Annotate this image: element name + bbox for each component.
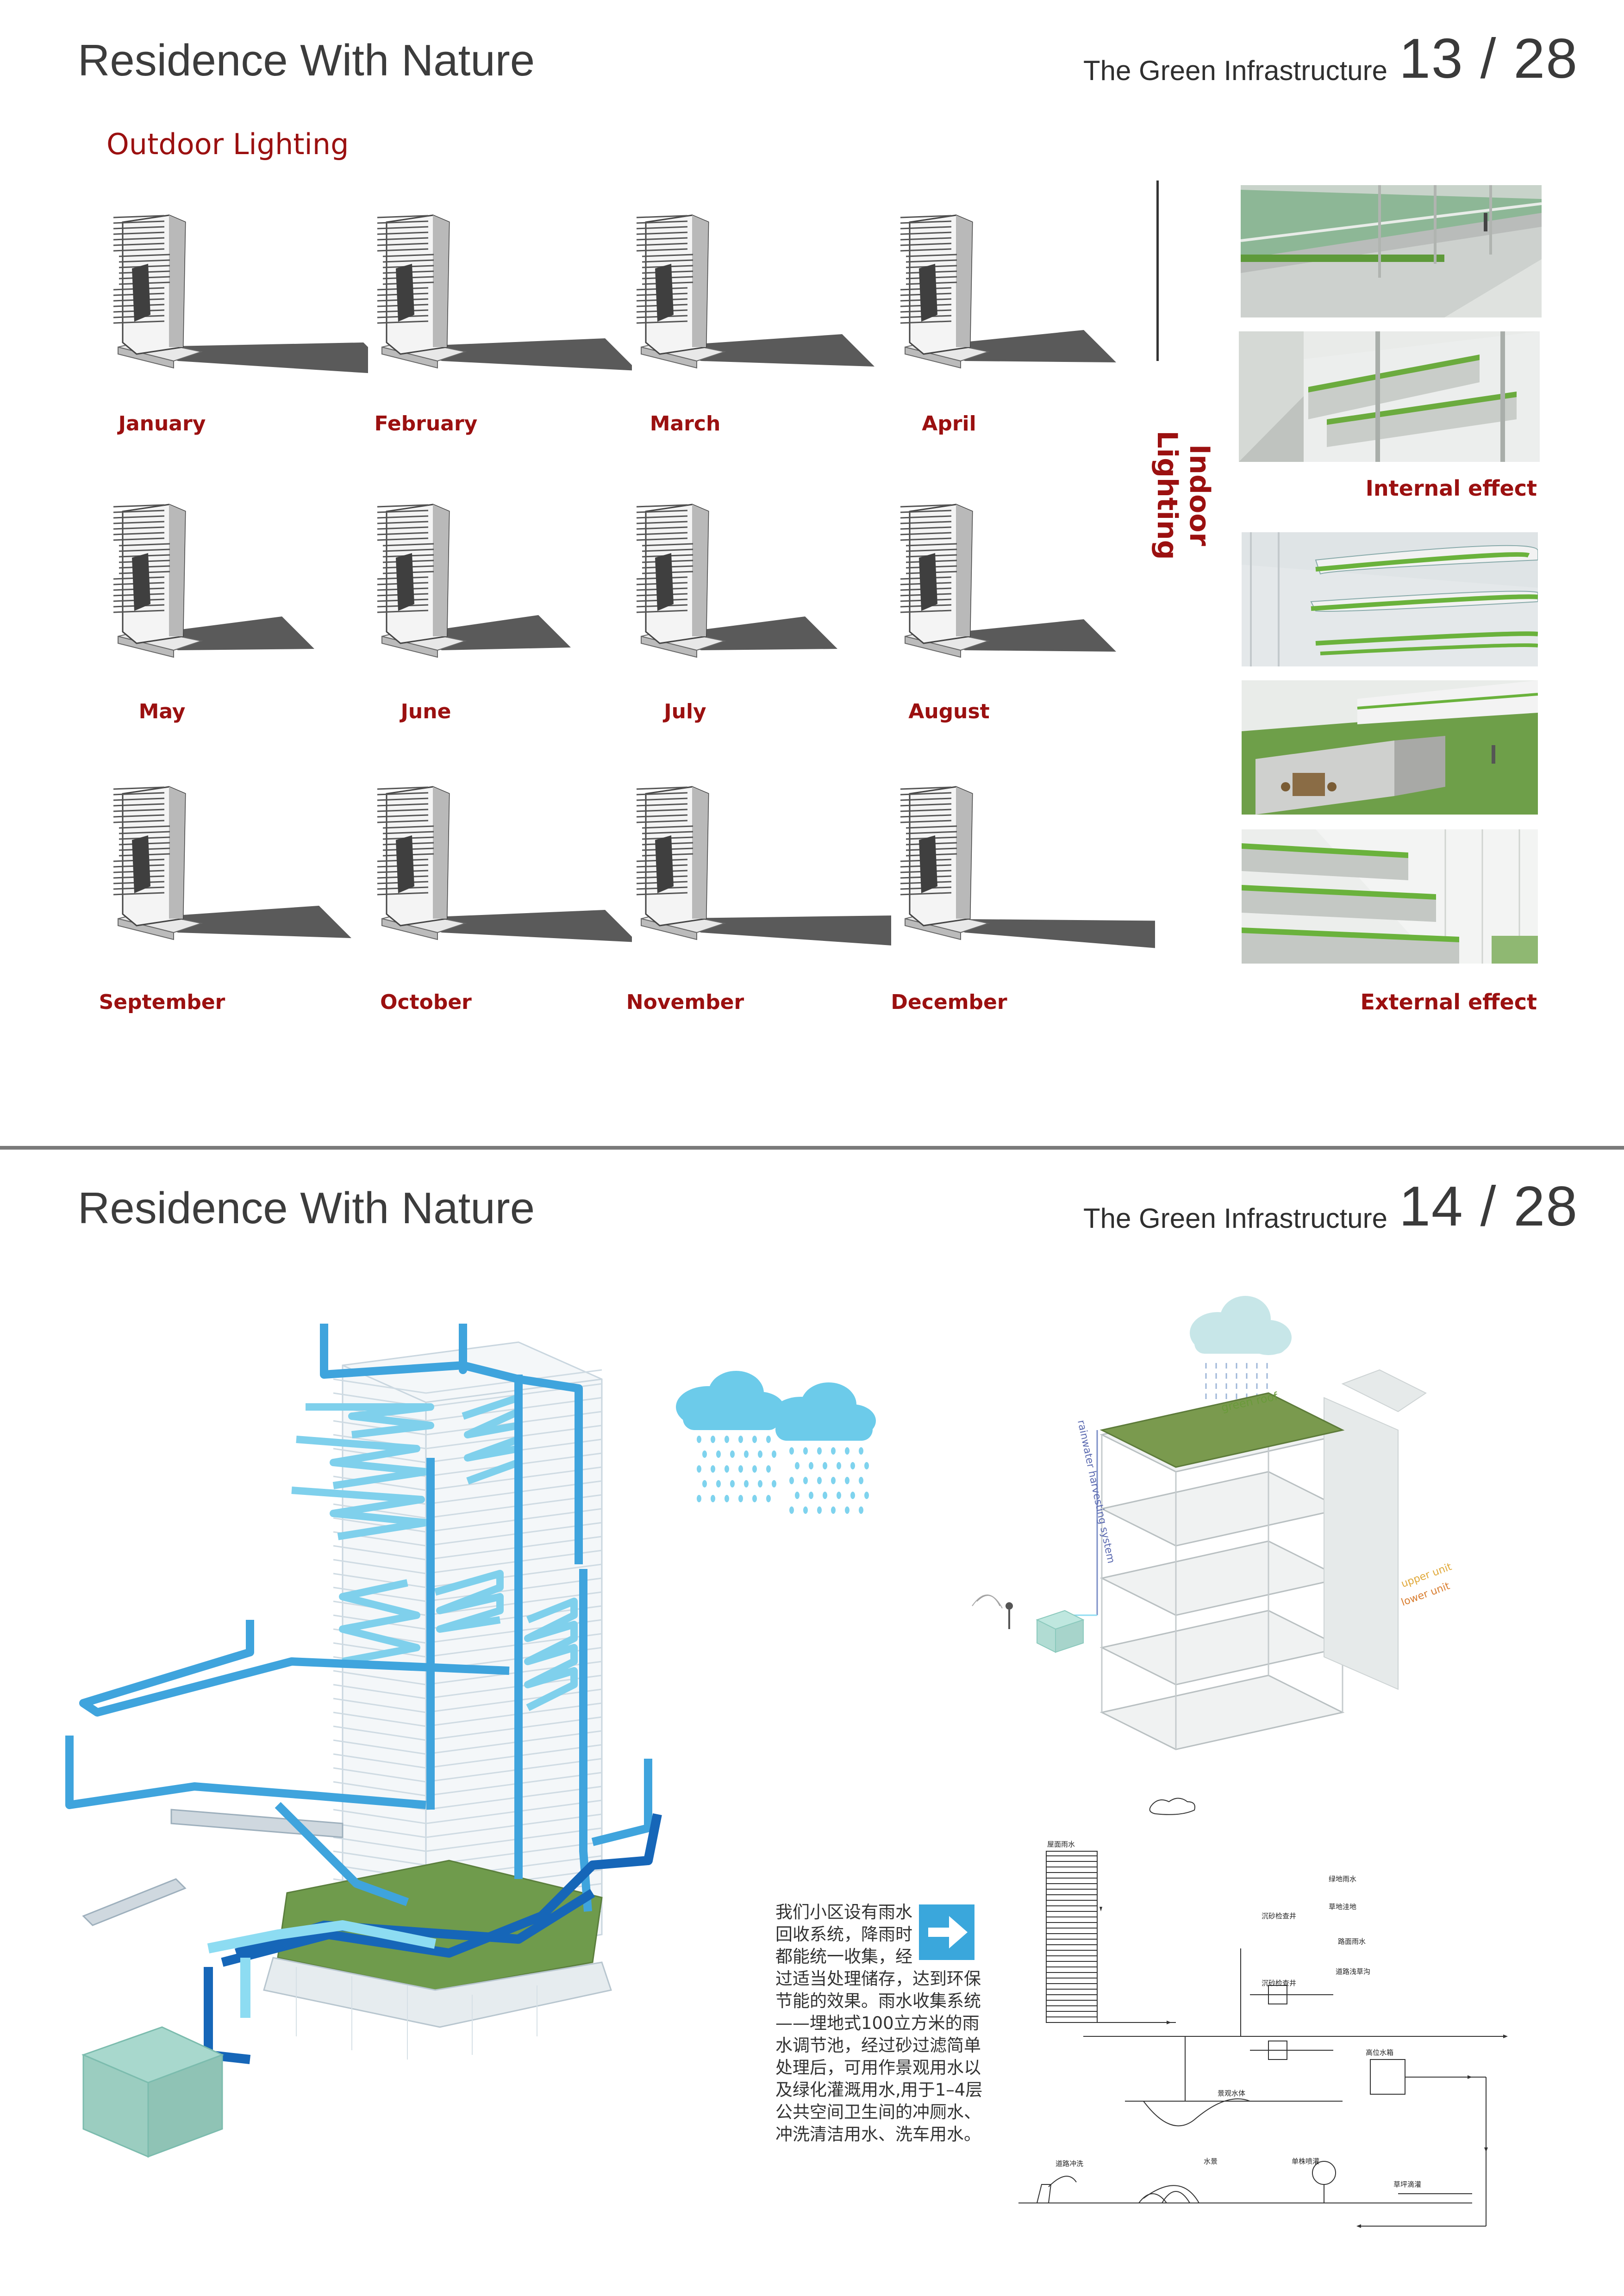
right-arrow-icon: [919, 1904, 974, 1960]
tower-shadow-study: [373, 208, 637, 405]
month-label: March: [650, 412, 721, 436]
label-lawn-drip: 草坪滴灌: [1393, 2180, 1421, 2189]
page-number: 13 / 28: [1399, 27, 1579, 90]
outdoor-lighting-heading: Outdoor Lighting: [106, 127, 349, 161]
label-road-wash: 道路冲洗: [1056, 2159, 1083, 2168]
month-label: September: [99, 990, 225, 1014]
indoor-lighting-heading: Indoor Lighting: [1151, 430, 1216, 560]
tower-shadow-study: [632, 208, 891, 405]
month-label: January: [118, 412, 206, 436]
internal-effect-caption: Internal effect: [1365, 476, 1537, 501]
month-label: August: [908, 700, 990, 723]
green-roof-section-diagram: green roof rainwater harvesting system u…: [972, 1296, 1454, 1750]
page-title: Residence With Nature: [78, 1183, 535, 1233]
external-effect-image-1: [1242, 532, 1538, 666]
label-tree-spray: 单株喷灌: [1292, 2157, 1319, 2165]
rain-clouds-icon: [676, 1371, 876, 1514]
label-sediment-2: 沉砂检查井: [1262, 1979, 1296, 1987]
rainwater-harvesting-label: rainwater harvesting system: [1075, 1419, 1117, 1564]
label-landscape-water: 景观水体: [1218, 2089, 1245, 2097]
section-subtitle: The Green Infrastructure: [1083, 55, 1387, 86]
tower-shadow-study: [109, 498, 368, 694]
label-roof-rain: 屋面雨水: [1047, 1840, 1075, 1848]
tower-shadow-study: [109, 780, 368, 977]
month-label: November: [626, 990, 744, 1014]
label-sediment-1: 沉砂检查井: [1262, 1912, 1296, 1920]
rainwater-flow-schematic: 屋面雨水 绿地雨水 草地洼地 沉砂检查井 路面雨水 道路浅草沟 沉砂检查井 高位…: [1018, 1798, 1508, 2228]
month-label: April: [922, 412, 976, 436]
label-high-tank: 高位水箱: [1366, 2048, 1393, 2057]
month-label: July: [664, 700, 706, 723]
tower-shadow-study: [632, 780, 926, 977]
internal-effect-image-1: [1241, 185, 1542, 317]
tower-shadow-study: [109, 208, 396, 405]
external-effect-caption: External effect: [1360, 989, 1537, 1014]
tower-shadow-study: [373, 780, 637, 977]
page-number: 14 / 28: [1399, 1175, 1579, 1238]
tower-shadow-study: [373, 498, 632, 694]
label-green-low: 草地洼地: [1329, 1903, 1356, 1911]
page-title: Residence With Nature: [78, 36, 535, 85]
external-effect-image-3: [1242, 829, 1538, 964]
indoor-divider-line: [1156, 180, 1159, 361]
tower-shadow-study: [896, 498, 1155, 694]
external-effect-image-2: [1242, 680, 1538, 815]
month-label: June: [400, 700, 451, 723]
rainwater-axonometric-diagram: [65, 1324, 662, 2158]
tower-shadow-study: [896, 780, 1220, 977]
label-road-ditch: 道路浅草沟: [1336, 1967, 1370, 1976]
internal-effect-image-2: [1239, 331, 1540, 462]
month-label: December: [891, 990, 1007, 1014]
month-label: October: [380, 990, 472, 1014]
label-water-feature: 水景: [1204, 2157, 1218, 2165]
month-label: May: [138, 700, 186, 723]
page-divider: [0, 1146, 1624, 1150]
tower-shadow-study: [896, 208, 1155, 405]
section-subtitle: The Green Infrastructure: [1083, 1203, 1387, 1234]
rainwater-system-description: 我们小区设有雨水 回收系统，降雨时 都能统一收集，经 过适当处理储存，达到环保 …: [775, 1902, 983, 2144]
label-road-rain: 路面雨水: [1338, 1937, 1366, 1946]
tower-shadow-study: [632, 498, 891, 694]
label-green-rain: 绿地雨水: [1329, 1875, 1356, 1883]
month-label: February: [374, 412, 478, 436]
